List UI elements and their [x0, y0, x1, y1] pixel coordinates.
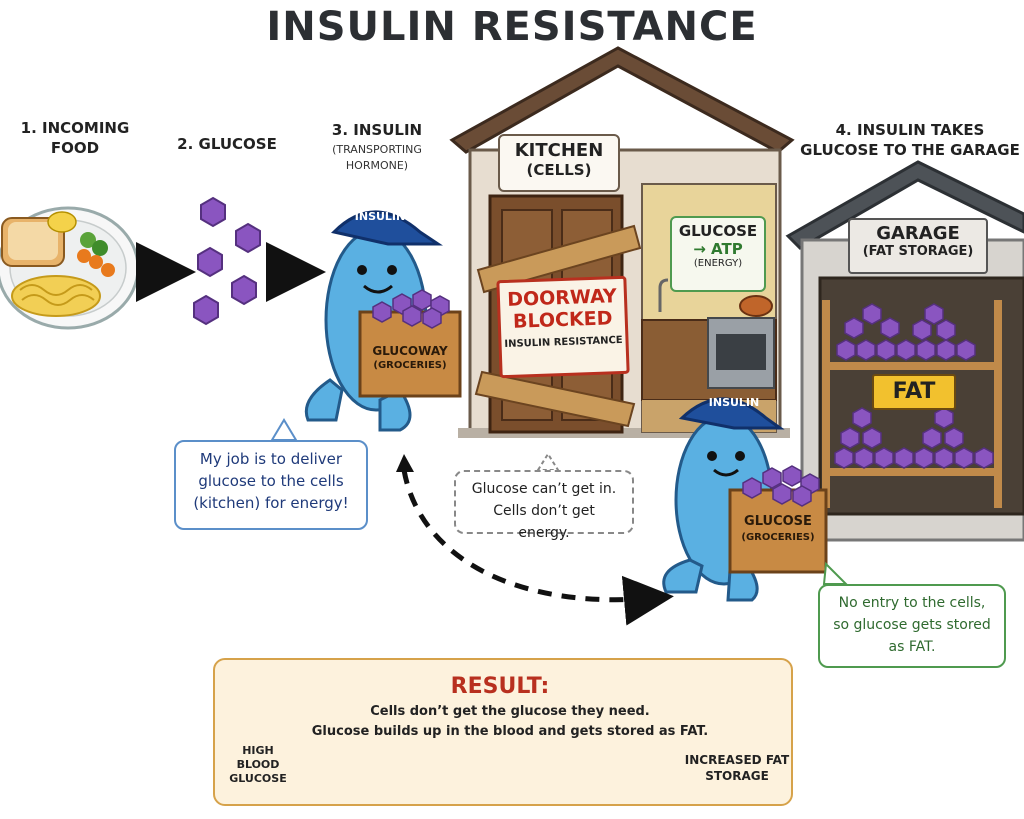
step-insulin: 3. INSULIN: [331, 121, 423, 139]
insulin-character-icon: [304, 210, 462, 432]
groceries-box-label: GLUCOWAY: [372, 344, 448, 358]
dashed-arrow-icon: [401, 469, 674, 626]
result-line-2: Glucose builds up in the blood and gets …: [311, 724, 709, 739]
atp-sign-arrow: → ATP: [693, 240, 743, 258]
high-blood-glucose-label: HIGH BLOOD GLUCOSE: [229, 744, 287, 785]
garage-sign-sub: (FAT STORAGE): [862, 244, 974, 259]
result-heading: RESULT:: [450, 674, 550, 699]
garage-sign: GARAGE (FAT STORAGE): [848, 218, 988, 274]
blocked-line-2: BLOCKED: [512, 307, 613, 333]
insulin-job-bubble: My job is to deliver glucose to the cell…: [174, 440, 368, 530]
food-plate-icon: [0, 206, 140, 330]
atp-sign: GLUCOSE → ATP (ENERGY): [670, 216, 766, 292]
increased-fat-storage-label: INCREASED FAT STORAGE: [684, 753, 790, 783]
doorway-blocked-sign: DOORWAY BLOCKED INSULIN RESISTANCE: [496, 275, 630, 379]
step-glucose: 2. GLUCOSE: [177, 135, 277, 153]
insulin-character-icon: [662, 397, 828, 602]
step-garage-trip: 4. INSULIN TAKES GLUCOSE TO THE GARAGE: [800, 121, 1020, 159]
kitchen-sign-title: KITCHEN: [514, 140, 604, 161]
result-line-1: Cells don’t get the glucose they need.: [370, 704, 650, 719]
step-insulin-sub: (TRANSPORTING HORMONE): [332, 143, 422, 172]
atp-sign-title: GLUCOSE: [678, 222, 758, 240]
step-incoming-food: 1. INCOMING FOOD: [20, 119, 130, 157]
blocked-note-bubble: Glucose can’t get in. Cells don’t get en…: [454, 470, 634, 541]
kitchen-sign-sub: (CELLS): [526, 161, 592, 179]
result-box: [213, 658, 793, 806]
glucose-molecules-icon: [193, 197, 261, 325]
insulin-cap-label: INSULIN: [708, 396, 760, 409]
groceries-box-sub: (GROCERIES): [373, 360, 447, 371]
page-title: INSULIN RESISTANCE: [266, 4, 758, 50]
groceries-box-label: GLUCOSE: [744, 514, 812, 529]
fat-label: FAT: [872, 374, 956, 410]
garage-sign-title: GARAGE: [876, 223, 960, 244]
blocked-sub: INSULIN RESISTANCE: [504, 334, 623, 351]
groceries-box-sub: (GROCERIES): [741, 532, 815, 543]
kitchen-sign: KITCHEN (CELLS): [498, 134, 620, 192]
atp-sign-sub: (ENERGY): [693, 258, 743, 269]
storage-note-bubble: No entry to the cells, so glucose gets s…: [818, 584, 1006, 668]
insulin-cap-label: INSULIN: [354, 210, 406, 223]
